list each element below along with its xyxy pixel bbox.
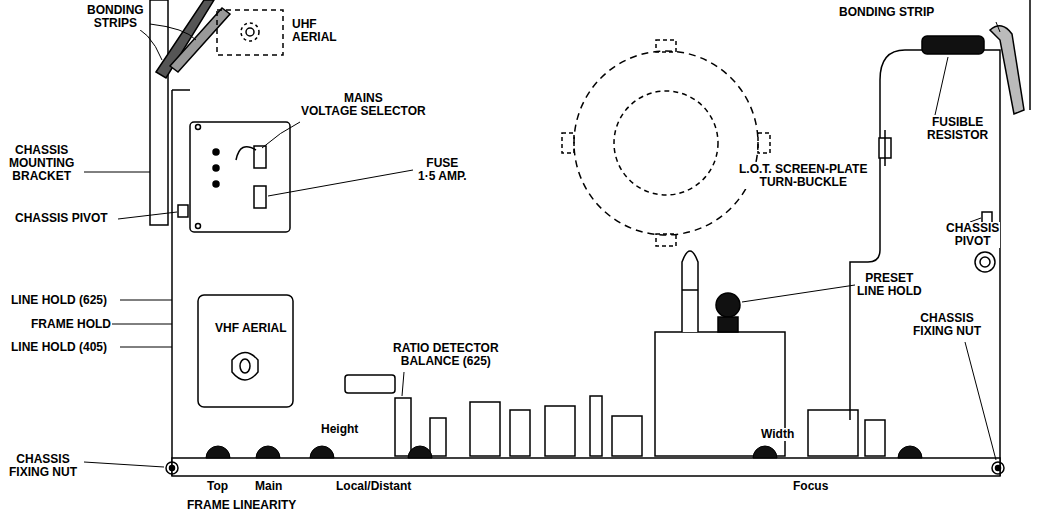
leader-line	[268, 170, 413, 196]
component	[395, 398, 411, 456]
uhf-aerial-box	[217, 10, 283, 55]
callout-label: CHASSIS FIXING NUT	[912, 312, 982, 338]
callout-label: BONDING STRIPS	[86, 4, 145, 30]
valve	[682, 251, 698, 332]
control-knob	[256, 446, 280, 458]
control-knob	[898, 446, 922, 458]
uhf-socket	[246, 28, 254, 36]
voltage-selector-panel	[190, 122, 290, 232]
coil	[345, 375, 395, 393]
control-strip	[172, 458, 1000, 476]
fusible-resistor	[922, 36, 984, 54]
valve	[682, 289, 698, 291]
callout-label: LINE HOLD (405)	[10, 341, 108, 354]
right-housing	[850, 80, 880, 420]
callout-label: UHF AERIAL	[291, 18, 338, 44]
turn-buckle	[884, 130, 886, 166]
lot-tab	[656, 40, 676, 52]
lot-tab	[758, 133, 770, 153]
callout-label: Top	[206, 480, 229, 493]
callout-label: Local/Distant	[335, 480, 412, 493]
callout-label: MAINS VOLTAGE SELECTOR	[300, 92, 427, 118]
leader-line	[262, 122, 300, 148]
chassis-edge	[172, 89, 190, 91]
bonding-strip	[170, 8, 230, 72]
leader-line	[118, 212, 177, 219]
leader-line	[150, 24, 196, 40]
control-knob	[206, 446, 230, 458]
selector-wire	[236, 147, 256, 160]
callout-label: CHASSIS MOUNTING BRACKET	[8, 144, 75, 183]
leader-line	[120, 300, 172, 301]
mounting-bracket	[150, 0, 168, 225]
component	[612, 416, 642, 456]
component	[470, 402, 500, 456]
callout-label: Focus	[792, 480, 829, 493]
callout-label: FRAME HOLD	[30, 318, 112, 331]
uhf-socket	[241, 23, 259, 41]
callout-label: CHASSIS FIXING NUT	[8, 453, 78, 479]
grommet	[975, 252, 995, 272]
aerial-socket	[240, 359, 250, 373]
callout-label: FUSE 1·5 AMP.	[417, 157, 468, 183]
control-knob	[408, 446, 432, 458]
component	[865, 420, 885, 456]
fixing-nut	[170, 466, 175, 471]
grommet	[980, 257, 990, 267]
component	[430, 418, 446, 456]
pin	[213, 181, 219, 187]
leader-line	[935, 57, 948, 115]
lot-core	[614, 91, 718, 195]
fixing-nut	[992, 462, 1004, 474]
component	[545, 406, 575, 456]
lot-tab	[656, 234, 676, 246]
pin	[213, 165, 219, 171]
callout-label: Width	[760, 428, 795, 441]
fixing-nut	[166, 462, 178, 474]
aerial-socket	[232, 353, 258, 381]
callout-label: LINE HOLD (625)	[10, 294, 108, 307]
leader-line	[996, 22, 1000, 32]
component	[510, 410, 530, 456]
callout-label: BONDING STRIP	[838, 6, 935, 19]
callout-label: L.O.T. SCREEN-PLATE TURN-BUCKLE	[738, 163, 868, 189]
pin	[213, 149, 219, 155]
control-knob	[310, 446, 334, 458]
chassis-edge	[171, 90, 173, 476]
callout-label: PRESET LINE HOLD	[856, 272, 923, 298]
lot-outline	[574, 51, 758, 235]
fuse-holder	[254, 186, 266, 208]
leader-line	[402, 372, 404, 396]
screw	[196, 224, 201, 229]
callout-label: Height	[320, 423, 359, 436]
control-knob	[753, 446, 777, 458]
leader-line	[742, 285, 855, 302]
lot-tab	[562, 133, 574, 153]
preset-knob	[718, 317, 738, 332]
chassis-pivot	[178, 205, 188, 217]
callout-label: FUSIBLE RESISTOR	[926, 116, 989, 142]
leader-line	[120, 347, 172, 348]
screw	[196, 125, 201, 130]
leader-line	[84, 172, 150, 173]
callout-label: VHF AERIAL	[214, 322, 288, 335]
right-housing	[880, 50, 1000, 476]
cabinet-edge	[1029, 0, 1031, 110]
leader-line	[84, 462, 164, 467]
callout-label: CHASSIS PIVOT	[945, 222, 1000, 248]
callout-label: CHASSIS PIVOT	[14, 212, 109, 225]
callout-label: Main	[254, 480, 283, 493]
callout-label: FRAME LINEARITY	[186, 499, 297, 512]
fixing-nut	[996, 466, 1001, 471]
leader-line	[965, 342, 996, 460]
vhf-aerial-panel	[198, 295, 293, 407]
bonding-strip	[990, 26, 1024, 114]
component	[590, 396, 602, 456]
preset-knob	[716, 293, 740, 317]
callout-label: RATIO DETECTOR BALANCE (625)	[392, 342, 500, 368]
